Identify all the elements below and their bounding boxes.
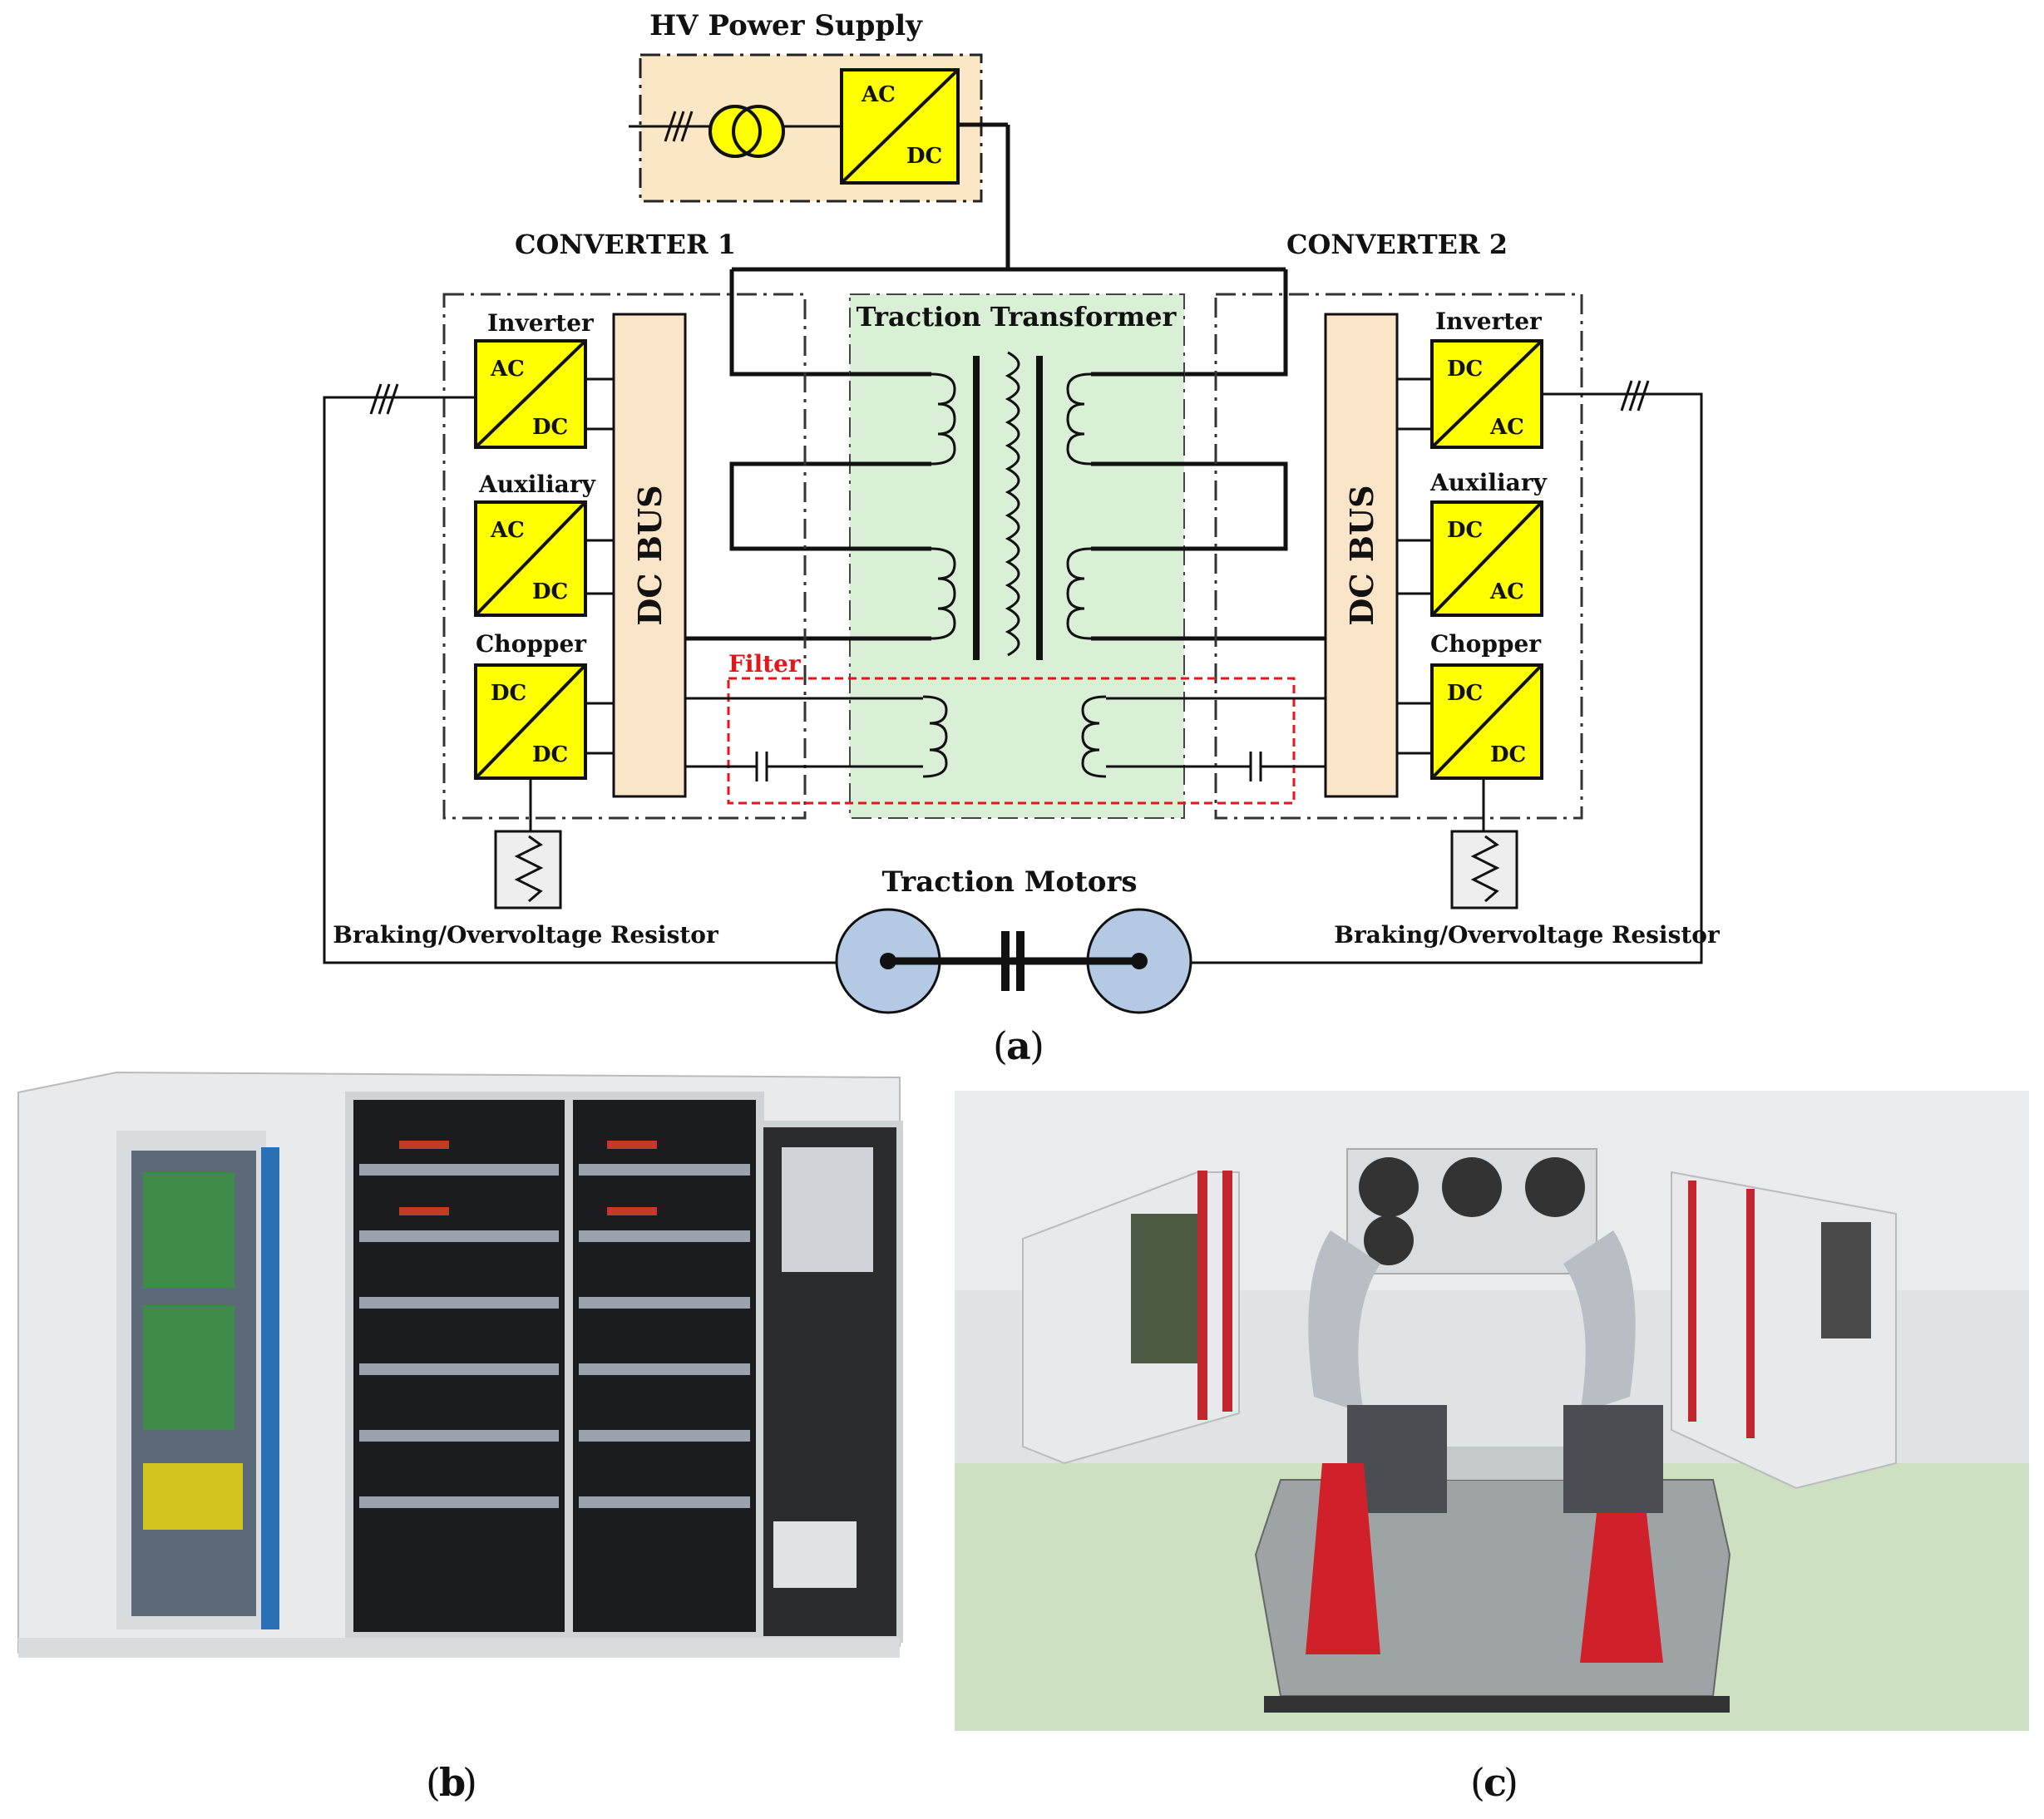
ac-text: AC: [861, 82, 896, 107]
dc-text: DC: [1447, 518, 1483, 543]
traction-transformer: Traction Transformer: [849, 293, 1185, 819]
caption-a: ( a ): [993, 1023, 1044, 1068]
hv-feed-lines: [729, 125, 1288, 377]
dc-text: DC: [532, 415, 568, 440]
braking-resistor-2-label: Braking/Overvoltage Resistor: [1334, 921, 1721, 949]
c2-auxiliary-label: Auxiliary: [1429, 469, 1548, 496]
dc-text: DC: [1447, 357, 1483, 382]
c1-inverter-label: Inverter: [487, 309, 595, 337]
filter-label: Filter: [728, 650, 802, 678]
caption-a-letter: a: [1006, 1023, 1031, 1068]
panel-c-test-bench-image: [955, 1091, 2029, 1731]
hv-supply-label: HV Power Supply: [649, 9, 923, 42]
traction-motors-label: Traction Motors: [881, 865, 1137, 899]
svg-text:(: (: [1470, 1760, 1485, 1805]
braking-resistor-1: Braking/Overvoltage Resistor: [333, 778, 719, 949]
c1-chopper-label: Chopper: [476, 630, 587, 658]
svg-text:): ): [1029, 1023, 1044, 1068]
converter1-frame: [442, 293, 807, 820]
dc-bus-2-label: DC BUS: [1343, 485, 1380, 625]
panel-b-cabinet-image: [17, 1071, 903, 1658]
traction-transformer-label: Traction Transformer: [857, 301, 1178, 333]
converter1-blocks: Inverter AC DC Auxiliary AC DC Chopper D…: [474, 309, 614, 780]
traction-motors: Traction Motors: [835, 865, 1192, 1014]
converter2-label: CONVERTER 2: [1286, 229, 1508, 260]
dc-text: DC: [491, 681, 526, 706]
c2-chopper-label: Chopper: [1430, 630, 1542, 658]
hv-transformer-icon: [708, 105, 785, 158]
dc-bus-1-label: DC BUS: [631, 485, 669, 625]
braking-resistor-2: Braking/Overvoltage Resistor: [1334, 778, 1721, 949]
dc-text: DC: [1447, 681, 1483, 706]
ac-text: AC: [490, 357, 525, 382]
dc-text: DC: [532, 579, 568, 604]
svg-text:): ): [462, 1760, 477, 1805]
hv-power-supply: HV Power Supply AC DC: [629, 9, 1008, 203]
hv-acdc-converter: AC DC: [840, 68, 960, 185]
converter2-blocks: Inverter DC AC Auxiliary DC AC Chopper D…: [1397, 308, 1548, 780]
caption-c-letter: c: [1484, 1760, 1507, 1805]
svg-text:(: (: [993, 1023, 1008, 1068]
caption-c: ( c ): [1470, 1760, 1518, 1805]
dc-bus-2: DC BUS: [1324, 313, 1399, 798]
svg-text:): ): [1503, 1760, 1518, 1805]
dc-bus-1: DC BUS: [612, 313, 687, 798]
caption-b-letter: b: [439, 1760, 466, 1805]
svg-text:(: (: [426, 1760, 441, 1805]
ac-text: AC: [1489, 415, 1524, 440]
ac-text: AC: [1489, 579, 1524, 604]
dc-text: DC: [532, 742, 568, 767]
dc-text: DC: [1490, 742, 1526, 767]
converter2-frame: [1214, 293, 1583, 820]
caption-b: ( b ): [426, 1760, 477, 1805]
winding-connections: [685, 372, 1326, 641]
converter1-label: CONVERTER 1: [515, 229, 736, 260]
c1-auxiliary-label: Auxiliary: [478, 471, 596, 498]
ac-text: AC: [490, 518, 525, 543]
c2-inverter-label: Inverter: [1435, 308, 1543, 335]
braking-resistor-1-label: Braking/Overvoltage Resistor: [333, 921, 719, 949]
dc-text: DC: [906, 144, 942, 169]
motor-feeds: [323, 380, 1703, 964]
filter: Filter: [685, 650, 1326, 805]
